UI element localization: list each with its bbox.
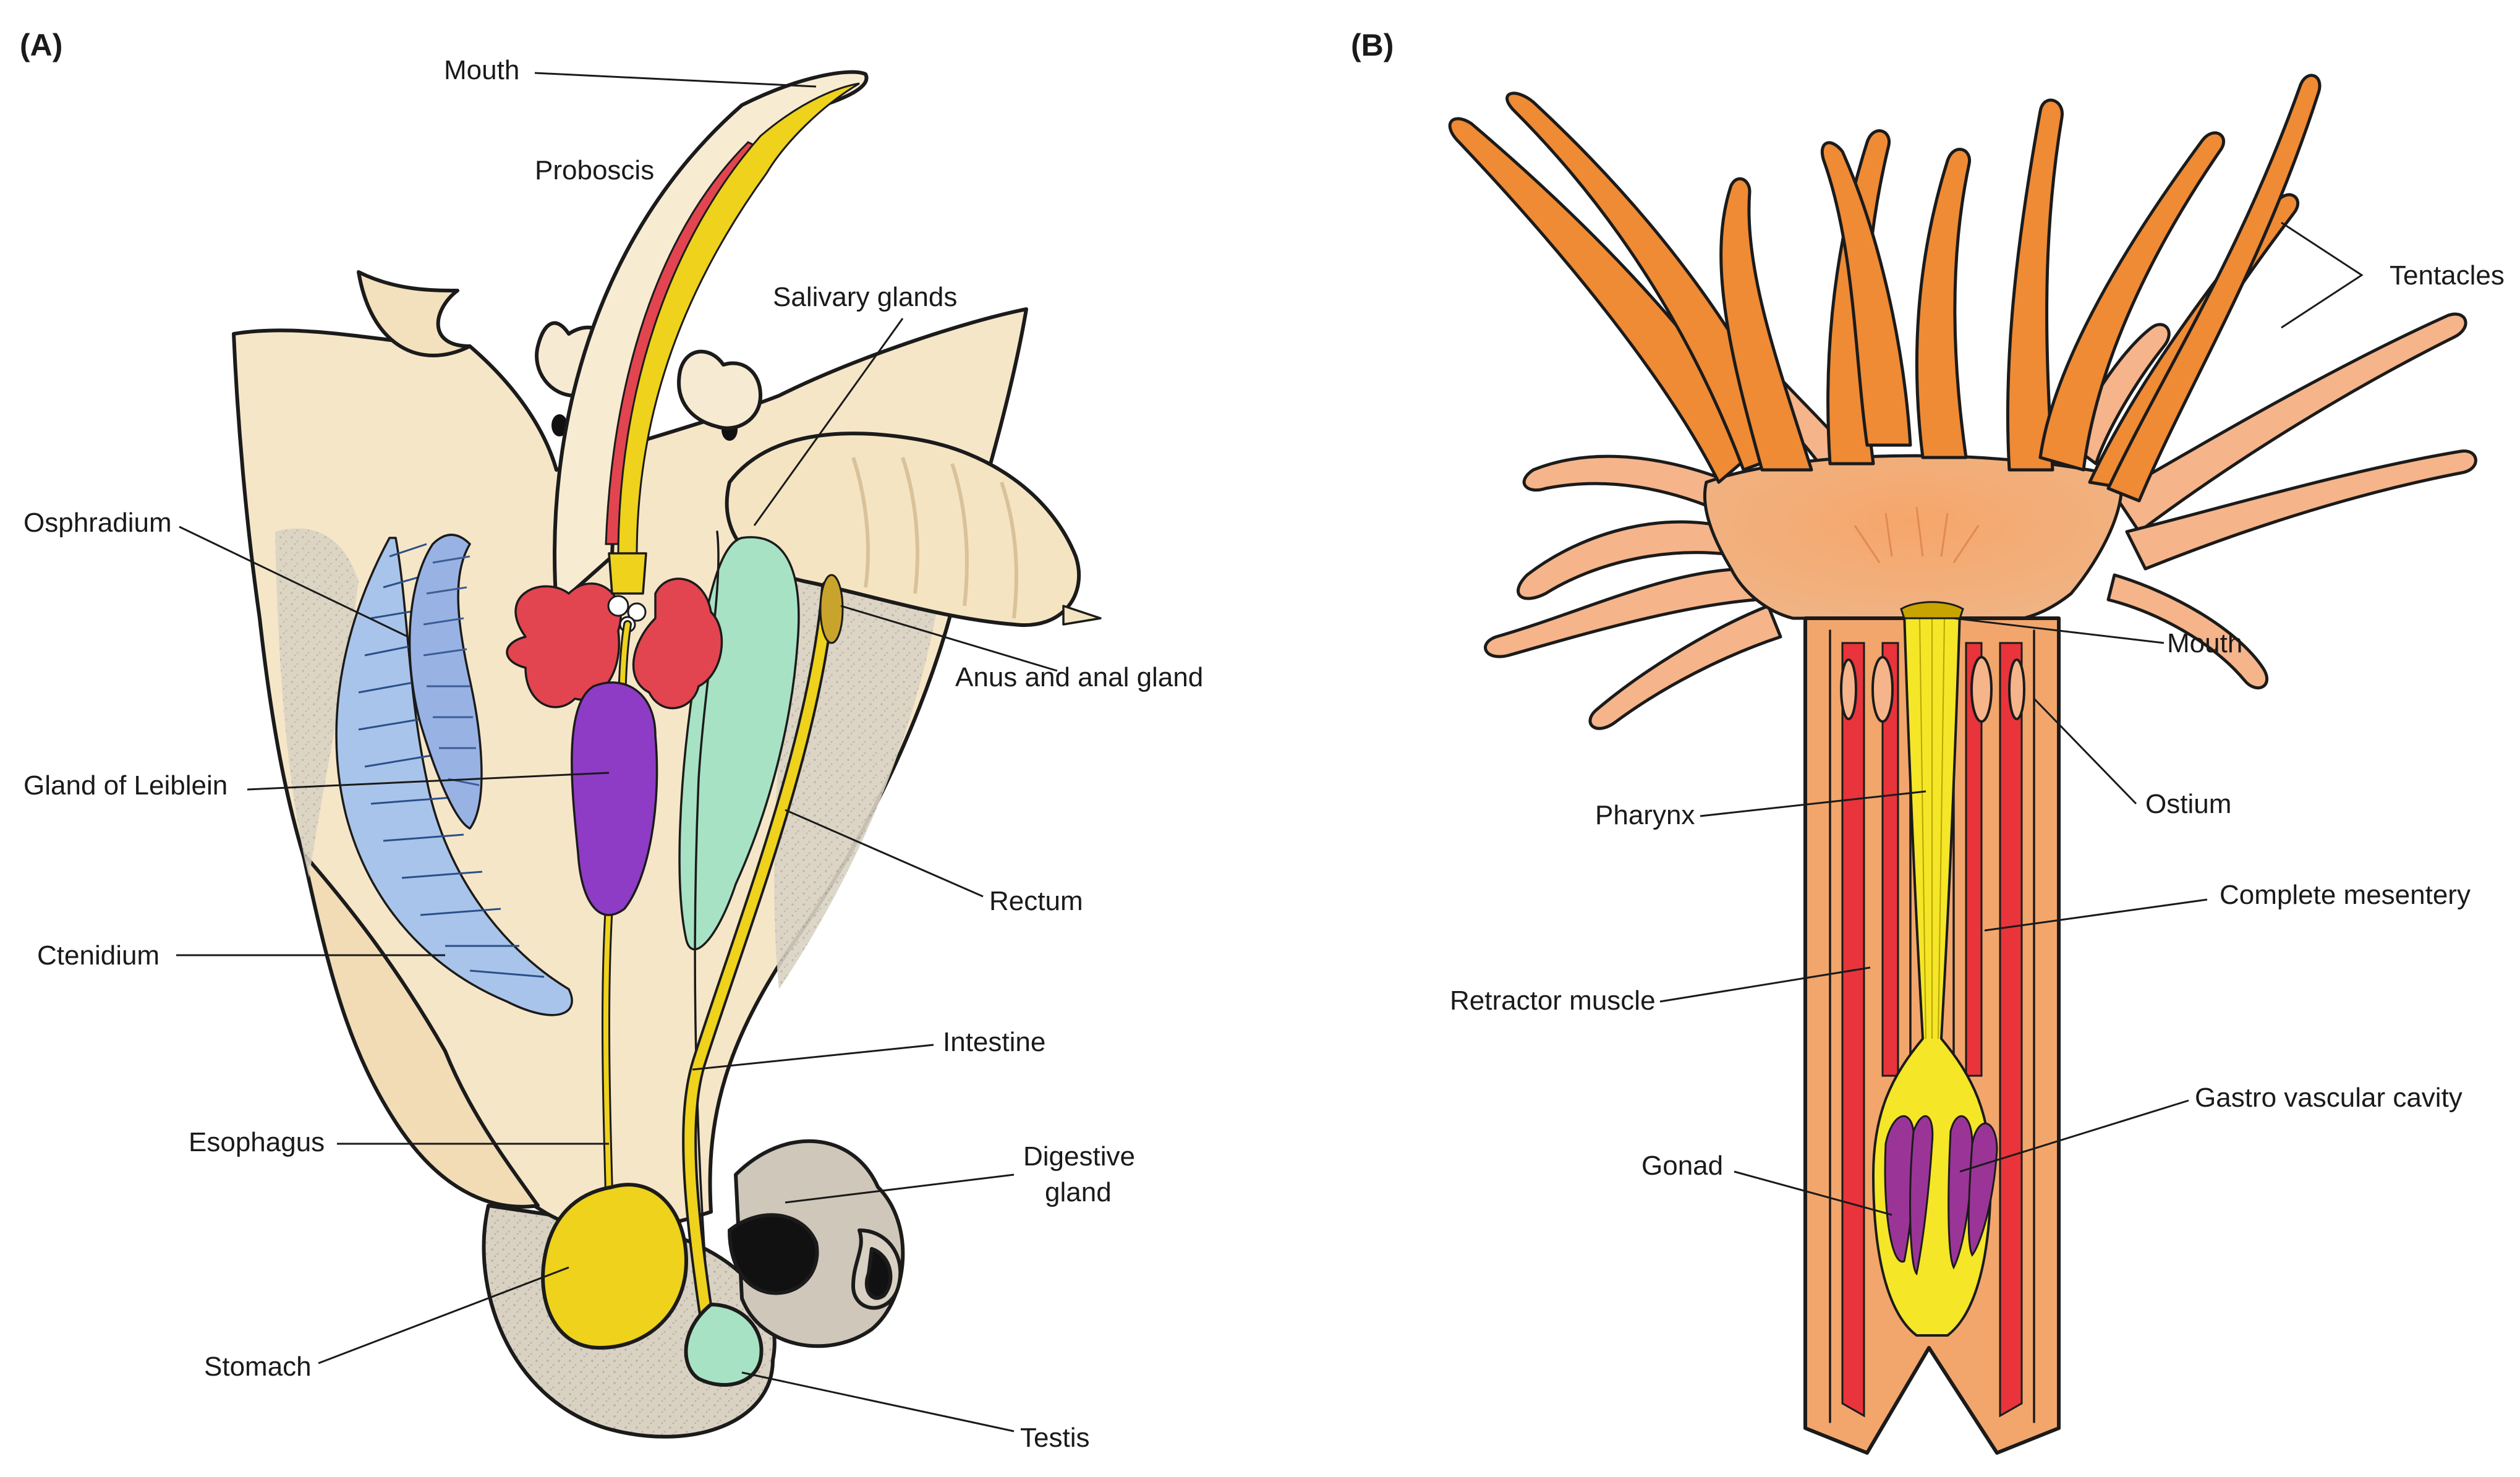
label-esophagus: Esophagus: [189, 1127, 325, 1157]
panel-a-label: (A): [20, 28, 62, 62]
ostium-left-1: [1871, 656, 1894, 723]
panel-b-labels: Tentacles Mouth Ostium Pharynx Complete …: [1450, 260, 2505, 1181]
panel-b-leaders: [1659, 221, 2364, 1216]
ostium-right: [1970, 656, 1993, 723]
label-anus-anal-gland: Anus and anal gland: [955, 662, 1203, 692]
label-mouth-b: Mouth: [2167, 628, 2242, 658]
label-retractor-muscle: Retractor muscle: [1450, 985, 1656, 1016]
label-gonad: Gonad: [1641, 1151, 1723, 1181]
tentacles-front: [1448, 74, 2322, 503]
label-complete-mesentery: Complete mesentery: [2220, 880, 2471, 910]
label-ostium: Ostium: [2145, 789, 2231, 819]
salivary-glands: [506, 552, 723, 710]
label-osphradium: Osphradium: [23, 508, 172, 538]
stomach: [541, 1183, 688, 1350]
label-digestive-gland-2: gland: [1045, 1177, 1112, 1207]
anal-gland: [819, 574, 844, 644]
label-salivary-glands: Salivary glands: [773, 282, 957, 312]
label-tentacles: Tentacles: [2390, 260, 2505, 291]
label-pharynx: Pharynx: [1595, 800, 1695, 830]
label-gland-of-leiblein: Gland of Leiblein: [23, 770, 228, 801]
foot: [725, 432, 1081, 628]
label-gastro-vascular-cavity: Gastro vascular cavity: [2195, 1083, 2463, 1113]
testis: [684, 1303, 764, 1387]
label-intestine: Intestine: [943, 1027, 1045, 1057]
label-stomach: Stomach: [204, 1351, 312, 1382]
panel-b: (B): [1351, 28, 2505, 1455]
panel-a-leaders: [176, 72, 1058, 1432]
label-ctenidium: Ctenidium: [37, 940, 160, 971]
column: [1803, 601, 2061, 1455]
ctenidium: [335, 534, 573, 1016]
proboscis: [553, 70, 869, 608]
oral-disc: [1703, 454, 2123, 623]
panel-a-labels: Mouth Proboscis Salivary glands Osphradi…: [23, 55, 1203, 1453]
label-proboscis: Proboscis: [535, 155, 654, 185]
label-digestive-gland-1: Digestive: [1023, 1141, 1135, 1172]
label-testis: Testis: [1020, 1423, 1089, 1453]
gonad: [1884, 1115, 1998, 1276]
panel-b-label: (B): [1351, 28, 1394, 62]
panel-a: (A): [20, 28, 1203, 1453]
label-rectum: Rectum: [989, 886, 1083, 916]
label-mouth-a: Mouth: [444, 55, 519, 85]
